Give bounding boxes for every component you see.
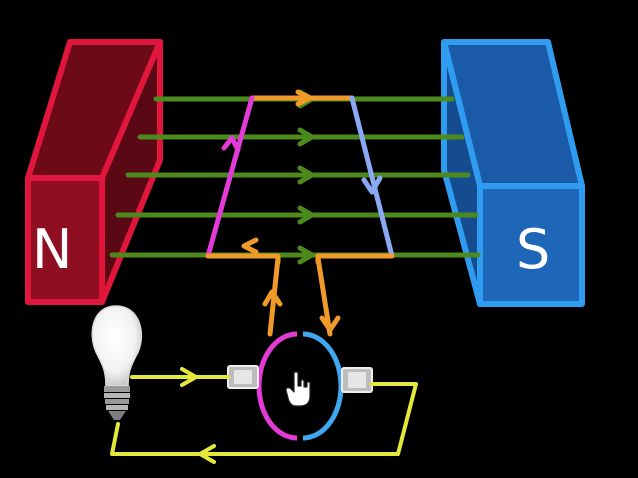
coil-right-segment (349, 95, 395, 259)
coil-left-segment (205, 95, 255, 259)
coil-lead-right (315, 255, 333, 337)
external-circuit (110, 367, 418, 464)
north-magnet: N (25, 39, 163, 305)
current-arrow-icon (221, 135, 241, 153)
current-arrow-icon (295, 89, 313, 107)
current-arrow-icon (361, 175, 383, 195)
south-magnet-front-face (477, 183, 585, 307)
south-pole-label: S (516, 218, 550, 281)
field-lines (109, 89, 481, 265)
coil-bottom-right-segment (315, 253, 395, 265)
field-arrow-icon (297, 245, 317, 265)
field-arrow-icon (297, 165, 317, 185)
current-arrow-icon (262, 289, 283, 307)
north-magnet-side-face (99, 39, 163, 305)
circuit-arrow-icon (198, 444, 216, 464)
wire-brush-to-return (110, 382, 418, 456)
left-brush (227, 365, 259, 389)
field-arrow-icon (297, 127, 317, 147)
circuit-arrow-icon (180, 367, 198, 387)
light-bulb-icon (91, 305, 142, 420)
right-brush (341, 367, 373, 393)
coil-loop (205, 89, 395, 337)
field-arrow-icon (297, 205, 317, 225)
hand-pointer-icon (285, 371, 311, 407)
north-pole-label: N (32, 218, 72, 281)
current-arrow-icon (241, 237, 259, 255)
coil-bottom-left-segment (205, 253, 281, 265)
current-arrow-icon (319, 315, 341, 333)
commutator-left-half (256, 331, 298, 441)
